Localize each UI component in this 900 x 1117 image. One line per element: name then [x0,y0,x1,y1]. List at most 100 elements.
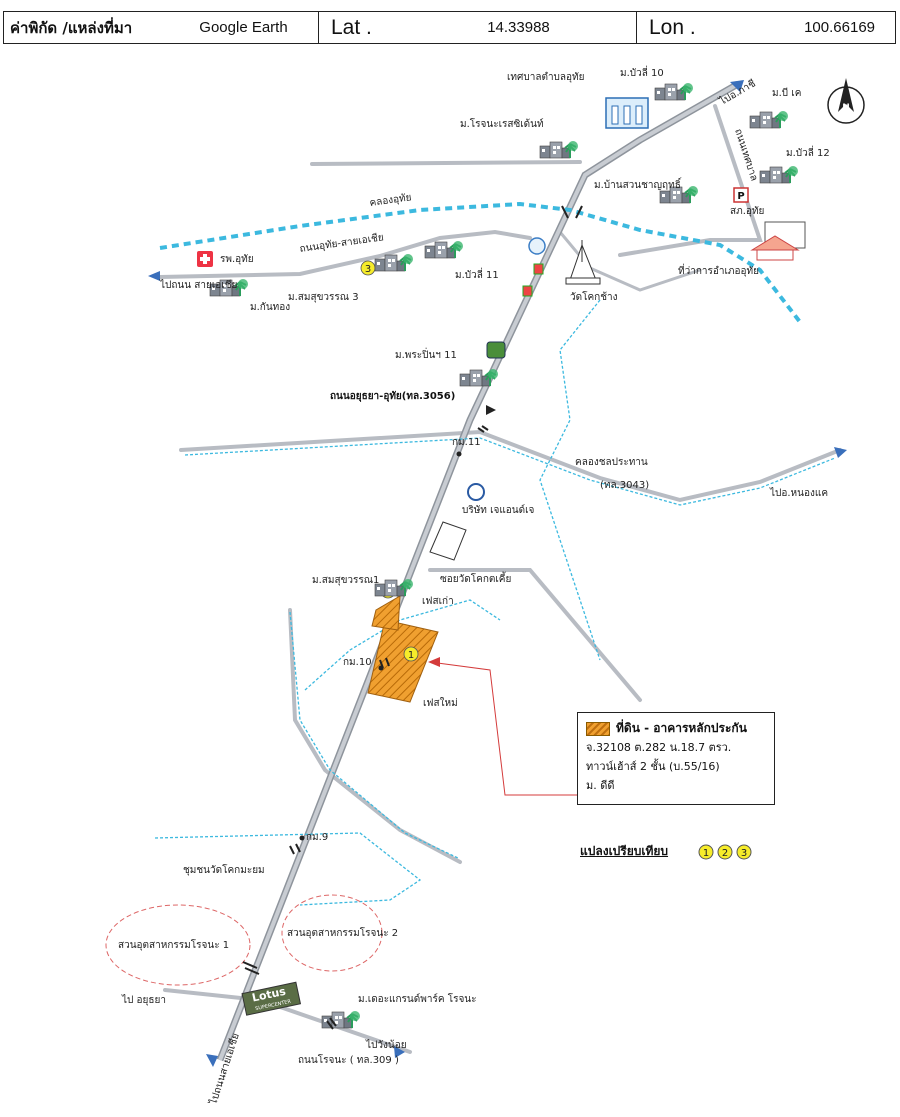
km9-dot [299,835,305,841]
north-arrow-icon: N [827,78,865,124]
label-community: ชุมชนวัดโคกมะยม [183,863,265,876]
lon-value: 100.66169 [804,19,875,36]
km10-dot [378,665,384,671]
legend-swatch [586,721,610,736]
direction-arrows [148,80,847,1067]
gas-station-icon [486,341,506,359]
junction-arrow [486,405,496,415]
km11-dot [456,451,462,457]
label-wat: วัดโคกช้าง [570,290,618,303]
label-m-buasri11: ม.บัวลี่ 11 [455,267,499,281]
label-km10: กม.10 [343,657,372,668]
label-chonprathan-canal: คลองชลประทาน [575,457,648,468]
road-thesaban [618,104,763,257]
label-company: บริษัท เจแอนด์เจ [462,504,535,516]
store-icon [533,263,544,275]
lat-cell: Lat . 14.33988 [319,12,637,43]
lon-cell: Lon . 100.66169 [637,12,895,43]
label-industrial-park-2: สวนอุตสาหกรรมโรจนะ 2 [287,926,398,939]
label-m-phraphimai11: ม.พระปิ่นฯ 11 [395,347,457,361]
house-icon [459,368,499,387]
legend-title-row: ที่ดิน - อาคารหลักประกัน [586,719,766,738]
label-industrial-park-1: สวนอุตสาหกรรมโรจนะ 1 [118,938,229,951]
legend-box: ที่ดิน - อาคารหลักประกัน จ.32108 ต.282 น… [577,712,775,805]
label-m-somsuk-upper: ม.สมสุขวรรณ1 [312,575,379,586]
company-logo-icon [467,483,485,501]
label-to-nong-khae: ไปอ.หนองแค [769,487,828,499]
label-new-phase: เฟสใหม่ [423,697,458,709]
house-icon [374,578,414,597]
label-to-asia-road: ไปถนน สายเอเชีย [159,279,237,291]
label-km9: กม.9 [306,832,328,843]
coord-source-label: ค่าพิกัด /แหล่งที่มา [10,18,133,37]
legend-title: ที่ดิน - อาคารหลักประกัน [616,721,747,735]
label-wat-road: ซอยวัดโคกตเคี้ย [440,571,511,585]
label-m-kanthong: ม.กันทอง [250,302,290,313]
hospital-icon [197,251,213,267]
house-icon [424,240,464,259]
industrial-park-1-area [105,904,251,986]
house-icon [749,110,789,129]
legend-pointer-arrow [428,657,440,667]
label-uthai-asia-road: ถนนอุทัย-สายเอเชีย [299,231,385,255]
house-icon [759,165,799,184]
label-to-ayutthaya: ไป อยุธยา [121,994,166,1006]
bank-icon [528,237,546,255]
store-icon [522,285,533,297]
comparison-marker-3-label: 3 [365,264,371,275]
coordinate-header: ค่าพิกัด /แหล่งที่มา Google Earth Lat . … [3,11,896,44]
lon-label: Lon . [649,15,696,39]
label-uthai-canal: คลองอุทัย [369,192,412,209]
road-uthai-asia [158,229,532,279]
label-police: สภ.อุทัย [730,206,764,217]
label-hospital: รพ.อุทัย [220,254,254,265]
label-m-buasri12: ม.บัวลี่ 12 [786,145,830,159]
label-m-rojana-residence: ม.โรจนะเรสซิเด้นท์ [460,117,544,130]
label-km11: กม.11 [452,437,481,448]
comparison-key: แปลงเปรียบเทียบ [580,842,668,861]
municipality-building-icon [605,97,649,129]
label-m-ban-suan: ม.บ้านสวนชาญฤทธิ์ [594,177,682,191]
label-district-office: ที่ว่าการอำเภออุทัย [678,263,759,277]
source-value: Google Earth [169,12,319,43]
temple-icon [565,240,601,285]
label-m-bk: ม.บี เค [772,87,801,99]
north-letter: N [842,103,850,113]
police-letter: P [737,191,744,202]
thin-canals [154,299,836,906]
district-office-icon [750,221,806,261]
label-to-wang-noi: ไปวังน้อย [365,1039,407,1051]
house-icon [539,140,579,159]
label-m-somsuk3: ม.สมสุขวรรณ 3 [288,292,359,303]
label-m-grand: ม.เดอะแกรนด์พาร์ค โรจนะ [358,992,477,1005]
label-ayutthaya-uthai-road: ถนนอยุธยา-อุทัย(ทล.3056) [330,390,455,402]
lat-value: 14.33988 [487,19,550,36]
road-wat-area [558,230,702,292]
legend-pointer-line [429,661,577,796]
label-m-buasri10: ม.บัวลี่ 10 [620,65,664,79]
label-rojana-road: ถนนโรจนะ ( ทล.309 ) [298,1053,399,1066]
lat-label: Lat . [331,15,372,39]
legend-line-1: จ.32108 ต.282 น.18.7 ตรว. [586,741,732,754]
road-wat [428,568,642,702]
subject-marker [403,646,419,662]
road-3043 [179,429,842,503]
label-thesaban: เทศบาลตำบลอุทัย [507,72,585,83]
bridge-marks [242,205,583,1030]
house-icon [654,82,694,101]
subject-marker-label: 1 [408,650,414,661]
house-icon [321,1010,361,1029]
road-top-left [310,160,582,166]
legend-line-3: ม. ดีดี [586,779,615,792]
legend-line-2: ทาวน์เฮ้าส์ 2 ชั้น (บ.55/16) [586,760,720,773]
factory-building [429,521,467,561]
police-station-icon: P [733,187,749,203]
industrial-park-2-area [281,894,383,972]
comparison-label: แปลงเปรียบเทียบ [580,844,669,858]
label-hw3043: (ทล.3043) [600,480,649,491]
uthai-canal [159,201,802,324]
side-roads [158,104,842,1054]
subject-parcel: 1 [367,595,439,703]
label-old-phase: เฟสเก่า [422,596,454,607]
